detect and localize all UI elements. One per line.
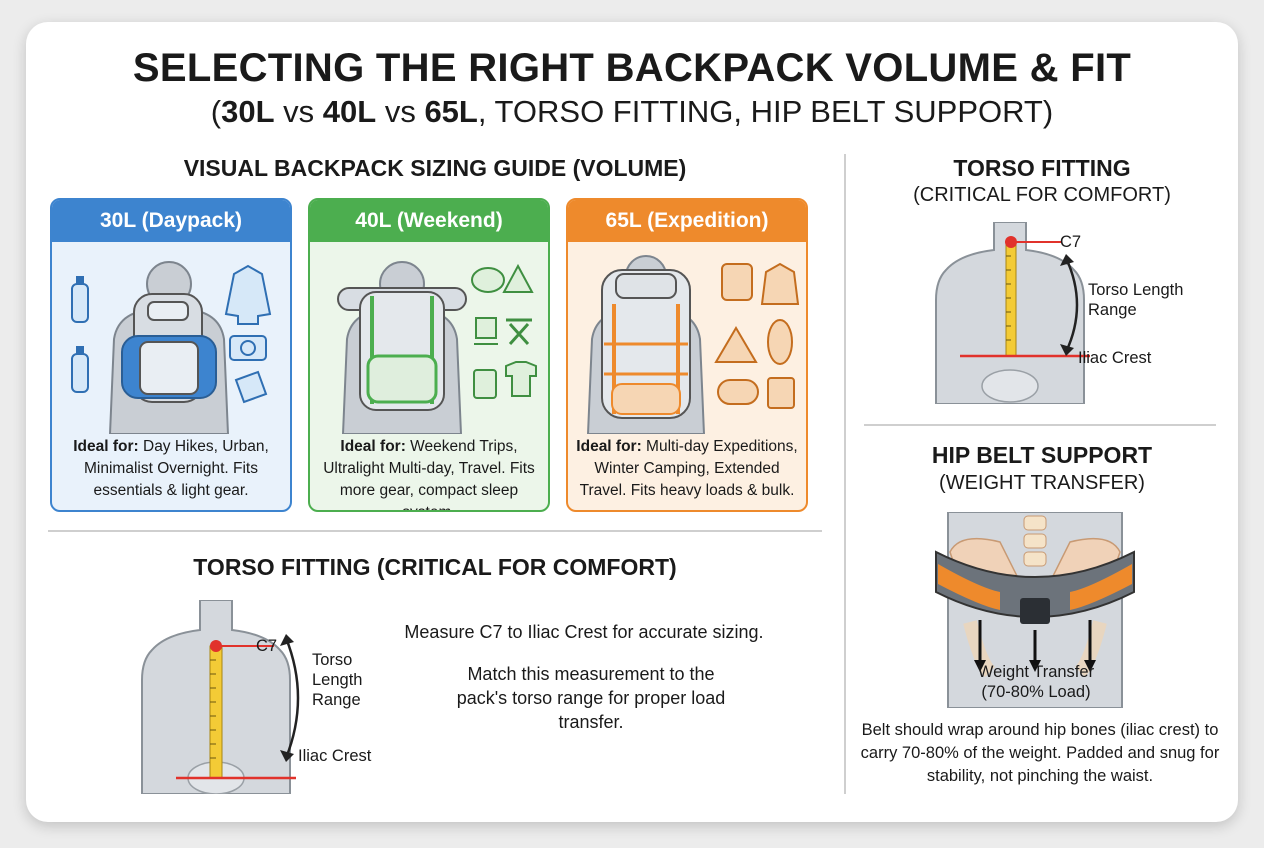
measuring-tape <box>1005 241 1017 357</box>
range-label-line: Torso Length <box>1088 281 1184 299</box>
match-instruction: Match this measurement to the pack's tor… <box>456 664 726 732</box>
torso-diagram-right <box>935 222 1090 404</box>
sleeping-pad-icon <box>471 267 505 293</box>
section-divider <box>864 424 1216 426</box>
ideal-for-text: Day Hikes, Urban, Minimalist Overnight. … <box>84 438 269 499</box>
weight-transfer-label: Weight Transfer (70-80% Load) <box>956 662 1116 702</box>
torso-bottom-heading: TORSO FITTING (CRITICAL FOR COMFORT) <box>193 554 677 580</box>
expedition-pack-icon <box>601 269 691 419</box>
expedition-pack-illustration <box>586 255 800 434</box>
subtitle-vs: vs <box>376 94 425 129</box>
pack-card-40l: 40L (Weekend) <box>308 198 550 512</box>
subtitle-30l: 30L <box>221 94 275 129</box>
food-jar-icon <box>721 263 753 301</box>
pack-card-title: 65L (Expedition) <box>568 200 806 242</box>
daypack-illustration <box>71 261 272 434</box>
pack-card-description: Ideal for: Weekend Trips, Ultralight Mul… <box>314 436 544 510</box>
subtitle-65l: 65L <box>424 94 478 129</box>
snack-icon <box>234 370 268 404</box>
range-label-line: Length <box>312 671 363 689</box>
weight-transfer-arrows <box>974 620 1096 672</box>
tent-icon <box>502 263 534 293</box>
weight-transfer-line: (70-80% Load) <box>981 683 1091 701</box>
subtitle-open: ( <box>210 94 222 129</box>
water-bottle-icon <box>71 276 89 323</box>
range-arrow-icon <box>1060 254 1079 356</box>
measure-instruction: Measure C7 to Iliac Crest for accurate s… <box>404 622 764 642</box>
page-subtitle: (30L vs 40L vs 65L, TORSO FITTING, HIP B… <box>26 94 1238 130</box>
ideal-for-text: Weekend Trips, Ultralight Multi-day, Tra… <box>323 438 535 510</box>
iliac-crest-label: Iliac Crest <box>298 747 372 765</box>
weight-transfer-line: Weight Transfer <box>977 663 1095 681</box>
hip-belt-description: Belt should wrap around hip bones (iliac… <box>860 721 1220 785</box>
water-bottle-icon <box>71 346 89 393</box>
pack-card-title: 40L (Weekend) <box>310 200 548 242</box>
hip-belt-diagram <box>935 512 1135 708</box>
ideal-for-label: Ideal for: <box>340 438 406 455</box>
chair-icon <box>506 318 532 346</box>
ideal-for-label: Ideal for: <box>73 438 139 455</box>
subtitle-vs: vs <box>274 94 323 129</box>
hip-belt-subheading: (WEIGHT TRANSFER) <box>939 472 1145 494</box>
subtitle-40l: 40L <box>322 94 377 129</box>
c7-label: C7 <box>256 637 278 655</box>
section-divider <box>48 530 822 532</box>
torso-right-subheading: (CRITICAL FOR COMFORT) <box>913 184 1171 206</box>
cookware-icon <box>767 377 795 409</box>
subtitle-rest: , TORSO FITTING, HIP BELT SUPPORT) <box>477 94 1054 129</box>
sleeping-bag-icon <box>717 379 759 405</box>
iliac-crest-label: Iliac Crest <box>1078 349 1152 367</box>
hip-belt-heading: HIP BELT SUPPORT <box>931 442 1153 468</box>
torso-right-heading: TORSO FITTING <box>953 155 1131 181</box>
food-bag-icon <box>473 369 497 399</box>
measuring-tape <box>209 645 223 779</box>
pack-card-description: Ideal for: Multi-day Expeditions, Winter… <box>572 436 802 502</box>
c7-label: C7 <box>1060 233 1082 251</box>
shirt-icon <box>505 361 537 397</box>
page-title: SELECTING THE RIGHT BACKPACK VOLUME & FI… <box>132 46 1132 90</box>
weekend-pack-illustration <box>337 261 537 434</box>
jacket-icon <box>224 264 272 325</box>
stove-icon <box>474 317 498 345</box>
tent-icon <box>714 326 758 363</box>
pack-card-title: 30L (Daypack) <box>52 200 290 242</box>
range-arrow-icon <box>280 634 300 762</box>
pack-card-65l: 65L (Expedition) <box>566 198 808 512</box>
ideal-for-text: Multi-day Expeditions, Winter Camping, E… <box>579 438 798 499</box>
column-divider <box>844 154 846 794</box>
sizing-guide-heading: VISUAL BACKPACK SIZING GUIDE (VOLUME) <box>183 155 687 181</box>
down-jacket-icon <box>760 262 800 305</box>
range-label-line: Range <box>1088 301 1137 319</box>
range-label-line: Range <box>312 691 361 709</box>
torso-diagram <box>141 600 296 794</box>
daypack-icon <box>121 293 217 403</box>
weekend-pack-icon <box>337 287 467 411</box>
camera-icon <box>229 335 267 361</box>
buckle-icon <box>1020 598 1050 624</box>
pack-card-description: Ideal for: Day Hikes, Urban, Minimalist … <box>56 436 286 502</box>
hip-belt-icon <box>935 550 1135 624</box>
ideal-for-label: Ideal for: <box>576 438 642 455</box>
sleeping-bag-icon <box>767 319 793 365</box>
pack-card-30l: 30L (Daypack) <box>50 198 292 512</box>
range-label-line: Torso <box>312 651 353 669</box>
infographic-card: SELECTING THE RIGHT BACKPACK VOLUME & FI… <box>26 22 1238 822</box>
